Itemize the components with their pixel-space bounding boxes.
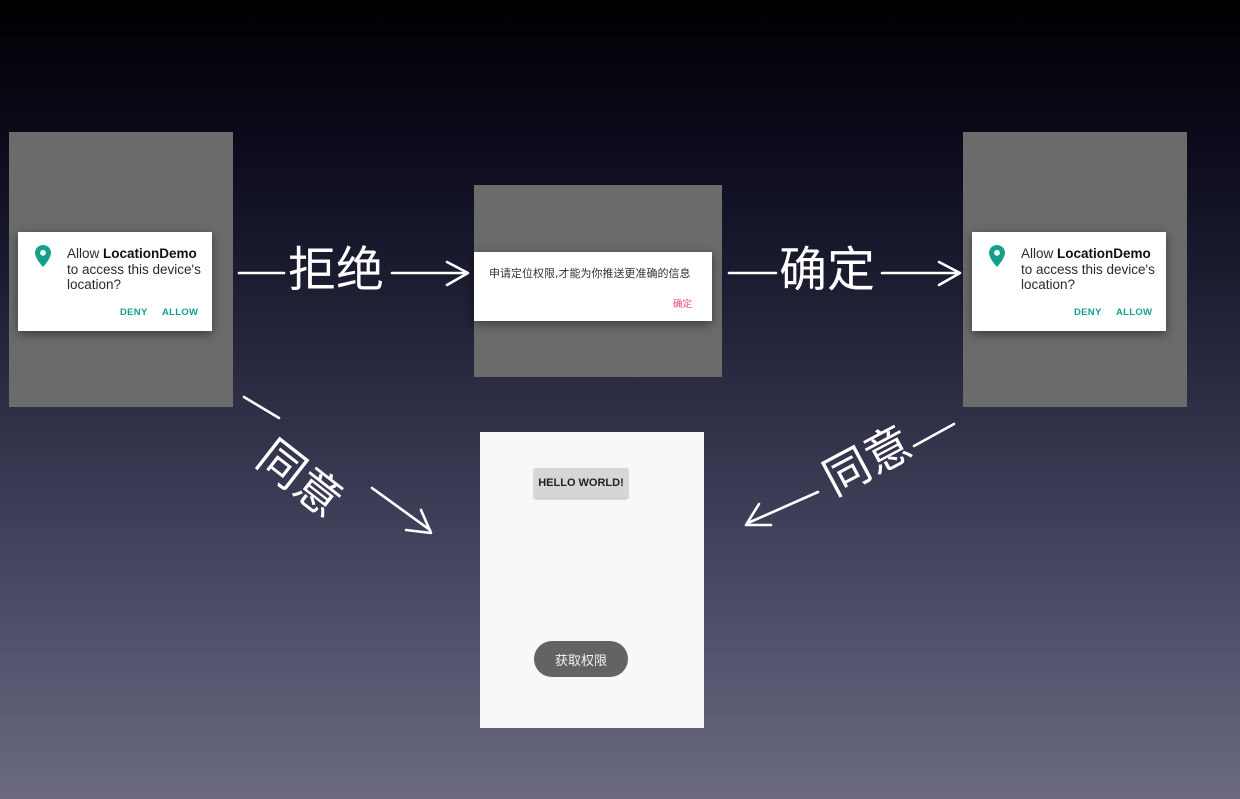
rationale-screen: 申请定位权限,才能为你推送更准确的信息 确定 — [474, 185, 722, 377]
arrow-confirm-head — [937, 260, 962, 287]
confirm-button[interactable]: 确定 — [673, 299, 693, 310]
permission-dialog: Allow LocationDemo to access this device… — [18, 232, 212, 331]
app-name: LocationDemo — [1057, 246, 1151, 261]
permission-dialog: Allow LocationDemo to access this device… — [972, 232, 1166, 331]
arrow-agree-left-head — [404, 508, 433, 535]
get-permission-button[interactable]: 获取权限 — [534, 641, 628, 677]
arrow-deny-head — [445, 260, 470, 287]
arrow-agree-right-line-b — [746, 490, 820, 525]
message-rest: to access this device's location? — [67, 261, 201, 293]
message-rest: to access this device's location? — [1021, 261, 1155, 293]
permission-message: Allow LocationDemo to access this device… — [67, 246, 207, 293]
location-pin-icon — [989, 245, 1005, 267]
arrow-agree-left-line-a — [242, 395, 281, 420]
arrow-agree-right-line-a — [912, 422, 956, 448]
permission-screen-left: Allow LocationDemo to access this device… — [9, 132, 233, 407]
allow-word: Allow — [67, 246, 100, 261]
location-pin-icon — [35, 245, 51, 267]
arrow-label-deny: 拒绝 — [288, 242, 385, 298]
deny-button[interactable]: DENY — [120, 307, 148, 318]
hello-world-button[interactable]: HELLO WORLD! — [534, 468, 628, 498]
arrow-label-confirm: 确定 — [779, 242, 876, 298]
main-screen: HELLO WORLD! 获取权限 — [480, 432, 704, 728]
rationale-message: 申请定位权限,才能为你推送更准确的信息 — [489, 267, 691, 280]
permission-message: Allow LocationDemo to access this device… — [1021, 246, 1161, 293]
app-name: LocationDemo — [103, 246, 197, 261]
allow-word: Allow — [1021, 246, 1054, 261]
permission-screen-right: Allow LocationDemo to access this device… — [963, 132, 1187, 407]
arrow-agree-left-line-b — [370, 486, 432, 532]
arrow-agree-right-head — [744, 502, 773, 527]
rationale-dialog: 申请定位权限,才能为你推送更准确的信息 确定 — [474, 252, 712, 321]
allow-button[interactable]: ALLOW — [162, 307, 199, 318]
allow-button[interactable]: ALLOW — [1116, 307, 1153, 318]
deny-button[interactable]: DENY — [1074, 307, 1102, 318]
